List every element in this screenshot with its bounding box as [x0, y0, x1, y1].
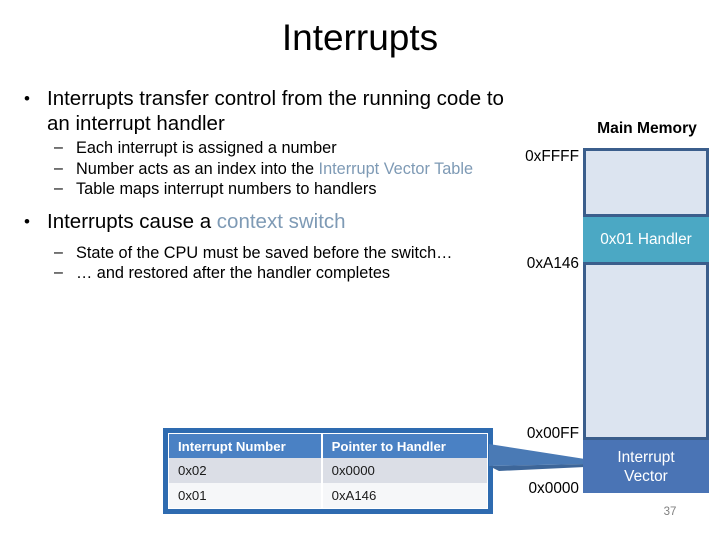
address-label-ffff: 0xFFFF [525, 148, 579, 165]
table-inner-surface: Interrupt Number Pointer to Handler 0x02… [168, 433, 488, 509]
dash-bullet-icon: – [54, 159, 63, 177]
ivt-label-line2: Vector [624, 467, 668, 485]
ivt-label-line1: Interrupt [617, 448, 675, 466]
dash-bullet-icon: – [54, 243, 63, 261]
slide-number: 37 [663, 506, 677, 518]
sub-bullet-cpu-state-saved: – State of the CPU must be saved before … [14, 243, 512, 264]
dash-bullet-icon: – [54, 180, 63, 197]
bullet-dot-icon: • [24, 89, 30, 108]
dash-bullet-icon: – [54, 139, 63, 156]
address-label-a146: 0xA146 [526, 255, 579, 272]
slide-body: • Interrupts transfer control from the r… [14, 86, 512, 284]
sub-bullet-each-interrupt-number: – Each interrupt is assigned a number [14, 138, 512, 159]
main-memory-heading: Main Memory [597, 120, 697, 137]
address-label-0000: 0x0000 [528, 480, 580, 497]
sub-bullet-text: Each interrupt is assigned a number [76, 139, 337, 157]
column-header-pointer-to-handler: Pointer to Handler [321, 434, 487, 458]
sub-bullet-index-into-ivt: – Number acts as an index into the Inter… [14, 159, 512, 180]
cell-pointer-to-handler: 0xA146 [321, 483, 487, 508]
cell-pointer-to-handler: 0x0000 [321, 458, 487, 483]
sub-bullet-text: Number acts as an index into the [76, 159, 319, 178]
sub-bullet-state-restored: – … and restored after the handler compl… [14, 263, 512, 284]
cell-interrupt-number: 0x01 [169, 483, 323, 508]
memory-block-handler: 0x01 Handler [583, 214, 709, 265]
sub-bullet-text: State of the CPU must be saved before th… [76, 243, 453, 262]
interrupt-vector-table: Interrupt Number Pointer to Handler 0x02… [163, 428, 493, 514]
sub-bullet-table-maps-handlers: – Table maps interrupt numbers to handle… [14, 179, 512, 200]
page-title: Interrupts [281, 17, 439, 58]
cell-interrupt-number: 0x02 [169, 458, 323, 483]
ivt-table-grid: Interrupt Number Pointer to Handler 0x02… [169, 434, 487, 508]
address-label-00ff: 0x00FF [526, 425, 579, 442]
table-row: 0x01 0xA146 [169, 483, 487, 508]
bullet-dot-icon: • [24, 211, 30, 231]
sub-bullet-accent-text: Interrupt Vector Table [318, 159, 474, 178]
column-header-interrupt-number: Interrupt Number [169, 434, 323, 458]
table-to-memory-arrow-icon [489, 444, 585, 471]
bullet-text: Interrupts cause a [47, 209, 217, 233]
memory-block-handler-label: 0x01 Handler [600, 231, 692, 248]
bullet-item-context-switch: • Interrupts cause a context switch [14, 209, 512, 234]
bullet-accent-text: context switch [216, 209, 346, 233]
bullet-text: Interrupts transfer control from the run… [47, 87, 504, 135]
sub-bullet-text: Table maps interrupt numbers to handlers [76, 180, 377, 198]
table-row: 0x02 0x0000 [169, 458, 487, 483]
table-header-row: Interrupt Number Pointer to Handler [169, 434, 487, 458]
dash-bullet-icon: – [54, 264, 63, 281]
bullet-item-interrupts-transfer: • Interrupts transfer control from the r… [14, 86, 512, 136]
sub-bullet-text: … and restored after the handler complet… [76, 264, 391, 282]
